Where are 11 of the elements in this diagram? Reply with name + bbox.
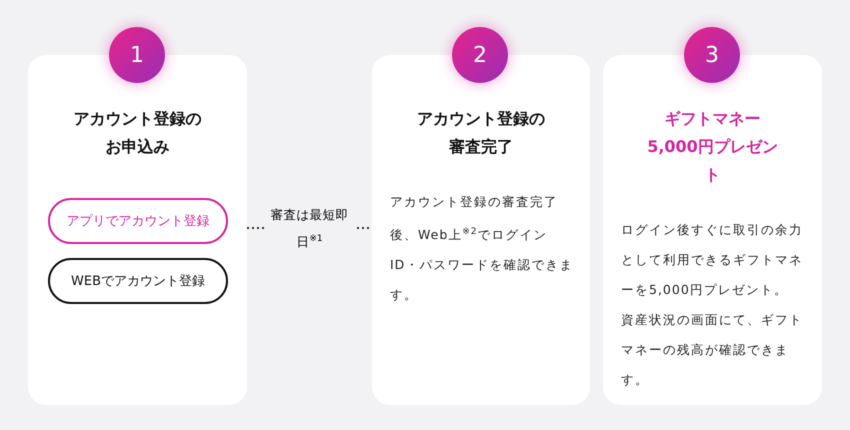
register-button: WEBでアカウント登録 — [48, 258, 228, 304]
step-description: ログイン後すぐに取引の余力として利用できるギフトマネーを5,000円プレゼント。 — [621, 221, 804, 299]
step-description: アカウント登録の審査完了後、Web上$^{※2}$でログインID・パスワードを確認できます。 — [390, 193, 574, 304]
step-title: アカウント登録のお申込み — [72, 108, 202, 158]
step-title: ギフトマネー5,000円プレゼント — [646, 108, 779, 186]
step-number-circle: 3 — [684, 27, 740, 83]
step-title: アカウント登録の審査完了 — [416, 108, 546, 158]
step-number-circle: 1 — [109, 27, 165, 83]
register-button: アプリでアカウント登録 — [48, 198, 228, 244]
step-number-circle: 2 — [452, 27, 508, 83]
step-description: 資産状況の画面にて、ギフトマネーの残高が確認できます。 — [621, 311, 804, 389]
